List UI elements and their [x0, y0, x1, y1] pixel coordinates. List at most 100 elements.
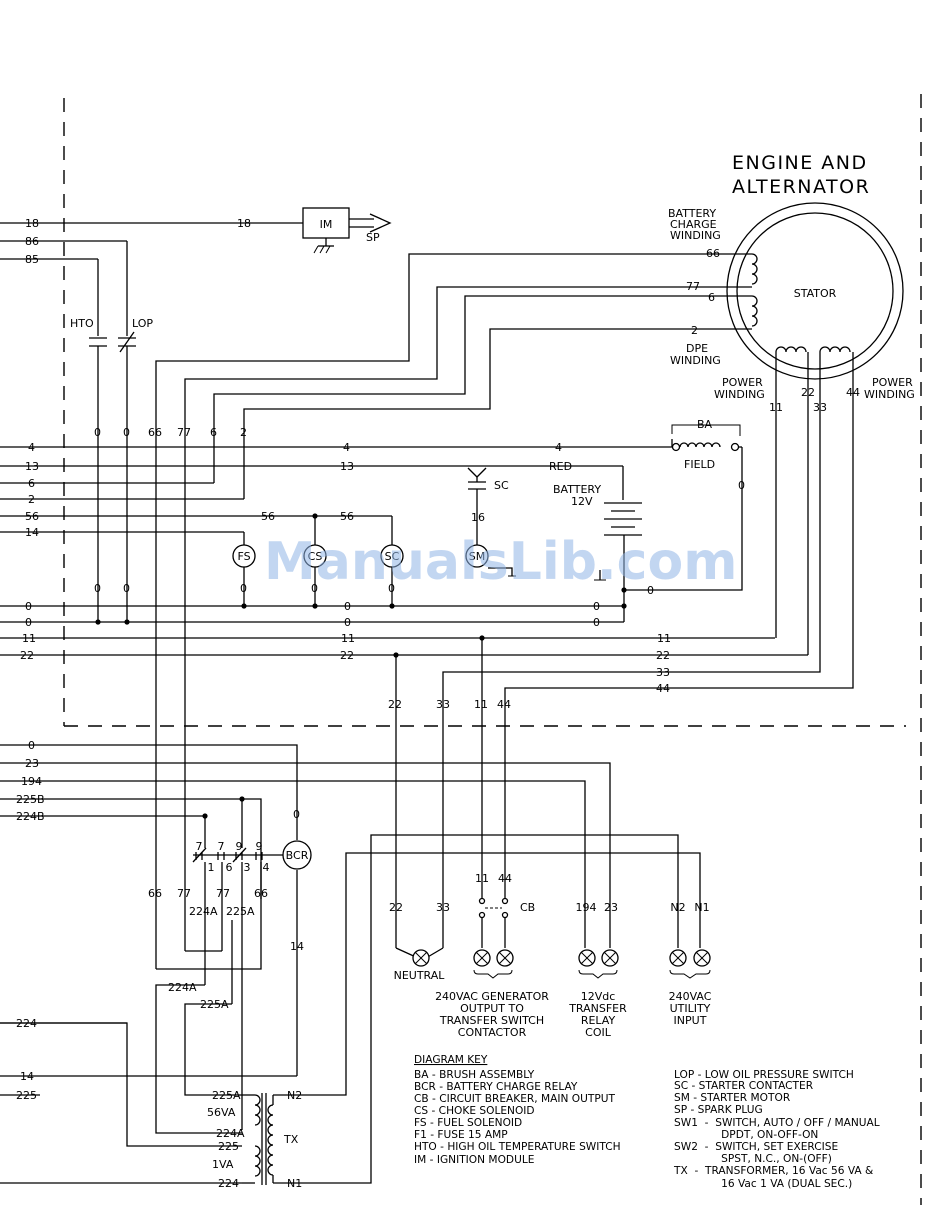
label-20: 4	[555, 441, 562, 454]
gen-out-4: CONTACTOR	[458, 1026, 527, 1039]
label-30: 16	[471, 511, 485, 524]
label-7: 2	[691, 324, 698, 337]
label-56: 0	[28, 739, 35, 752]
label-48: 22	[340, 649, 354, 662]
label-18: 4	[28, 441, 35, 454]
coil-4: COIL	[585, 1026, 612, 1039]
tx-label: TX	[283, 1133, 299, 1146]
circuit-breaker	[478, 880, 509, 948]
label-76: 225	[218, 1140, 239, 1153]
contact-top-2: 7	[218, 840, 225, 853]
dpe-winding	[751, 295, 758, 327]
cs-label: CS	[308, 550, 323, 563]
hto-label: HTO	[70, 317, 94, 330]
coil-3: RELAY	[581, 1014, 616, 1027]
pin-n2: N2	[670, 901, 685, 914]
label-42: 0	[344, 616, 351, 629]
battery-charge-winding	[751, 253, 758, 285]
label-25: 2	[28, 493, 35, 506]
label-51: 44	[656, 682, 670, 695]
label-82: BCR - BATTERY CHARGE RELAY	[414, 1081, 578, 1093]
label-2: 86	[25, 235, 39, 248]
label-87: HTO - HIGH OIL TEMPERATURE SWITCH	[414, 1141, 621, 1153]
harness-wires-lower	[0, 744, 611, 1184]
relay-contacts	[155, 840, 312, 1134]
gen-out-2: OUTPUT TO	[460, 1002, 524, 1015]
contact-bot-3: 3	[244, 861, 251, 874]
label-68: 14	[290, 940, 304, 953]
label-89: LOP - LOW OIL PRESSURE SWITCH	[674, 1069, 854, 1081]
contact-top-3: 9	[236, 840, 243, 853]
enclosure-boundary	[63, 94, 922, 1205]
sc-contactor-label: SC	[494, 479, 509, 492]
label-77: 224	[218, 1177, 239, 1190]
label-13: 2	[240, 426, 247, 439]
label-86: F1 - FUSE 15 AMP	[414, 1129, 508, 1141]
label-23: RED	[549, 460, 572, 473]
battery-label-1: BATTERY	[553, 483, 601, 496]
watermark: ManualsLib.com	[264, 532, 737, 592]
battery-label-2: 12V	[571, 495, 593, 508]
pin-23: 23	[604, 901, 618, 914]
title-line-2: ALTERNATOR	[732, 176, 870, 198]
label-5: 77	[686, 280, 700, 293]
contact-bot-2: 6	[226, 861, 233, 874]
label-27: 56	[261, 510, 275, 523]
label-14: 11	[769, 401, 783, 414]
sc-solenoid-label: SC	[385, 550, 400, 563]
label-97: TX - TRANSFORMER, 16 Vac 56 VA &	[673, 1165, 873, 1177]
label-98: 16 Vac 1 VA (DUAL SEC.)	[674, 1178, 852, 1190]
lop-label: LOP	[132, 317, 153, 330]
label-45: 11	[341, 632, 355, 645]
power-leads	[395, 352, 854, 948]
contact-top-4: 9	[256, 840, 263, 853]
connector-neutral	[395, 947, 444, 967]
label-94: DPDT, ON-OFF-ON	[674, 1129, 818, 1141]
label-6: 6	[708, 291, 715, 304]
label-60: 225B	[16, 793, 45, 806]
diagram-key-title: DIAGRAM KEY	[414, 1054, 488, 1066]
ignition-module	[302, 207, 392, 254]
pw-right-2: WINDING	[864, 388, 915, 401]
label-34: 0	[240, 582, 247, 595]
label-8: 0	[94, 426, 101, 439]
utility-1: 240VAC	[669, 990, 712, 1003]
label-58: 23	[25, 757, 39, 770]
gen-out-1: 240VAC GENERATOR	[435, 990, 549, 1003]
label-46: 11	[657, 632, 671, 645]
label-63: 77	[177, 887, 191, 900]
contact-bot-1: 1	[208, 861, 215, 874]
label-47: 22	[20, 649, 34, 662]
label-17: 44	[846, 386, 860, 399]
label-53: 33	[436, 698, 450, 711]
pin-33: 33	[436, 901, 450, 914]
hto-switch	[89, 337, 107, 622]
label-31: 0	[738, 479, 745, 492]
label-28: 56	[340, 510, 354, 523]
stator-leads	[155, 253, 752, 969]
title-line-1: ENGINE AND	[732, 152, 868, 174]
junctions	[95, 513, 627, 819]
label-24: 6	[28, 477, 35, 490]
label-57: 0	[293, 808, 300, 821]
neutral-label: NEUTRAL	[394, 969, 446, 982]
label-49: 22	[656, 649, 670, 662]
label-16: 33	[813, 401, 827, 414]
label-21: 13	[25, 460, 39, 473]
tx-56va: 56VA	[207, 1106, 236, 1119]
label-64: 77	[216, 887, 230, 900]
label-84: CS - CHOKE SOLENOID	[414, 1105, 535, 1117]
label-44: 11	[22, 632, 36, 645]
label-81: BA - BRUSH ASSEMBLY	[414, 1069, 535, 1081]
label-75: 224A	[216, 1127, 245, 1140]
bcw-line-1: BATTERY	[668, 207, 716, 220]
label-3: 85	[25, 253, 39, 266]
label-71: 224	[16, 1017, 37, 1030]
label-88: IM - IGNITION MODULE	[414, 1154, 535, 1166]
diagram-key: DIAGRAM KEY BA - BRUSH ASSEMBLY BCR - BA…	[414, 1054, 880, 1190]
battery-12v	[604, 502, 642, 622]
pin-11: 11	[475, 872, 489, 885]
coil-2: TRANSFER	[568, 1002, 627, 1015]
